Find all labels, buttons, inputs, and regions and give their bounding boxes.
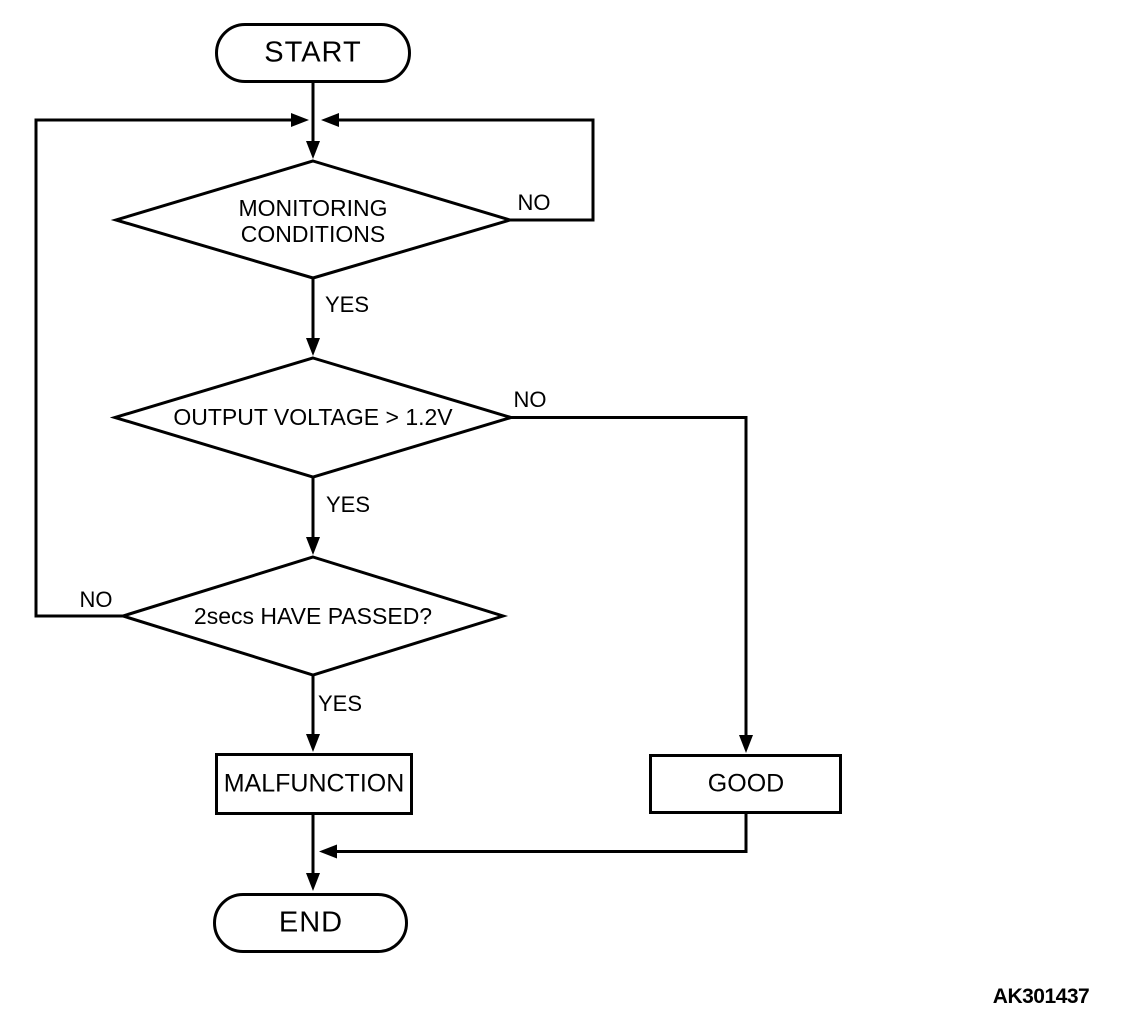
- figure-code: AK301437: [992, 985, 1090, 1008]
- edge-output-no: [511, 416, 753, 753]
- node-start-shape: [215, 23, 411, 83]
- edge-two-secs-no: [34, 113, 309, 618]
- start-node-label: START: [264, 36, 362, 69]
- good-node-label: GOOD: [707, 769, 785, 798]
- monitoring-node-label-line2: CONDITIONS: [240, 221, 386, 247]
- edge-start-to-monitoring: [306, 81, 320, 159]
- monitoring-node-label: MONITORING CONDITIONS: [238, 195, 387, 247]
- two-secs-no-label: NO: [79, 587, 113, 612]
- monitoring-no-label: NO: [517, 190, 551, 215]
- edge-good-to-merge: [319, 812, 748, 859]
- node-malfunction-shape: [215, 753, 413, 815]
- two-secs-node-label: 2secs HAVE PASSED?: [193, 603, 433, 629]
- monitoring-node-label-line1: MONITORING: [238, 195, 388, 221]
- edge-malfunction-to-end: [306, 814, 320, 891]
- two-secs-yes-label: YES: [317, 691, 363, 716]
- end-node-label: END: [278, 906, 344, 939]
- output-voltage-node-label: OUTPUT VOLTAGE > 1.2V: [173, 404, 453, 430]
- monitoring-yes-label: YES: [324, 292, 370, 317]
- edge-output-yes: [306, 477, 320, 555]
- edge-monitoring-no: [321, 113, 595, 222]
- output-yes-label: YES: [325, 492, 371, 517]
- node-end-shape: [213, 893, 408, 953]
- output-no-label: NO: [513, 387, 547, 412]
- node-good-shape: [649, 754, 842, 814]
- edge-two-secs-yes: [306, 675, 320, 752]
- malfunction-node-label: MALFUNCTION: [223, 769, 405, 798]
- edge-monitoring-yes: [306, 278, 320, 356]
